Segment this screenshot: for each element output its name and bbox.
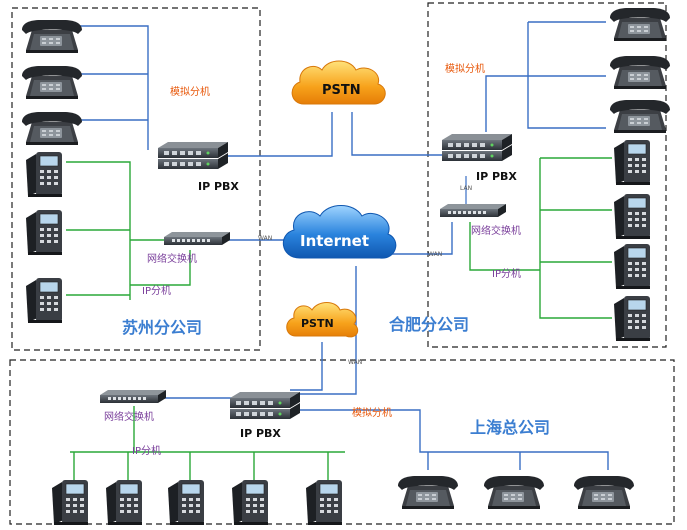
pstn-top-label: PSTN xyxy=(322,83,361,98)
suzhou-wan-label: WAN xyxy=(258,235,272,242)
shanghai-ip-phone-3 xyxy=(167,479,205,526)
shanghai-ip-phone-2 xyxy=(105,479,143,526)
suzhou-analog-label: 模拟分机 xyxy=(170,85,210,98)
hefei-analog-phone-3 xyxy=(610,100,670,133)
hefei-ip-phone-1 xyxy=(613,139,651,186)
hefei-ip-phone-3 xyxy=(613,243,651,290)
shanghai-ip-label: IP分机 xyxy=(132,444,161,457)
shanghai-analog-label: 模拟分机 xyxy=(352,406,392,419)
hefei-switch-label: 网络交换机 xyxy=(471,224,521,237)
hefei-ip-phone-4 xyxy=(613,295,651,342)
pstn-cloud-top: PSTN xyxy=(291,60,386,105)
suzhou-ip-lines xyxy=(66,161,191,300)
suzhou-office-boundary xyxy=(11,7,261,351)
suzhou-network-switch xyxy=(164,232,230,245)
hefei-ip-phone-2 xyxy=(613,193,651,240)
hefei-analog-lines xyxy=(485,21,606,132)
suzhou-ip-phone-3 xyxy=(25,277,63,324)
suzhou-analog-phone-1 xyxy=(22,20,82,53)
hefei-pbx-label: IP PBX xyxy=(476,170,517,183)
suzhou-analog-phone-2 xyxy=(22,66,82,99)
hefei-office-name: 合肥分公司 xyxy=(389,315,469,334)
internet-cloud: Internet xyxy=(283,205,397,259)
hefei-analog-phone-2 xyxy=(610,56,670,89)
suzhou-office-name: 苏州分公司 xyxy=(122,318,202,337)
hefei-office-boundary xyxy=(427,2,667,348)
suzhou-ip-label: IP分机 xyxy=(142,284,171,297)
hefei-uplinks xyxy=(351,112,453,255)
shanghai-wan-label: WAN xyxy=(348,359,362,366)
suzhou-analog-lines xyxy=(80,25,149,150)
shanghai-uplinks xyxy=(162,266,357,399)
shanghai-ip-lines xyxy=(70,406,345,482)
internet-label: Internet xyxy=(300,232,369,250)
hefei-analog-phone-1 xyxy=(610,8,670,41)
hefei-network-switch xyxy=(440,204,506,217)
shanghai-ip-phone-1 xyxy=(51,479,89,526)
hefei-lan-label: LAN xyxy=(460,185,472,192)
suzhou-analog-phone-3 xyxy=(22,112,82,145)
suzhou-switch-label: 网络交换机 xyxy=(147,252,197,265)
hefei-wan-label: WAN xyxy=(428,251,442,258)
hefei-ip-pbx xyxy=(442,134,512,161)
hefei-analog-label: 模拟分机 xyxy=(445,62,485,75)
shanghai-analog-phone-2 xyxy=(484,476,544,509)
shanghai-pbx-label: IP PBX xyxy=(240,427,281,440)
shanghai-analog-phone-3 xyxy=(574,476,634,509)
suzhou-ip-phone-2 xyxy=(25,209,63,256)
shanghai-ip-pbx xyxy=(230,392,300,419)
suzhou-pbx-label: IP PBX xyxy=(198,180,239,193)
suzhou-ip-phone-1 xyxy=(25,151,63,198)
shanghai-office-name: 上海总公司 xyxy=(470,418,550,437)
shanghai-switch-label: 网络交换机 xyxy=(104,410,154,423)
shanghai-ip-phone-4 xyxy=(231,479,269,526)
pstn-bottom-label: PSTN xyxy=(301,317,334,330)
shanghai-network-switch xyxy=(100,390,166,403)
hefei-ip-lines xyxy=(469,157,612,319)
shanghai-ip-phone-5 xyxy=(305,479,343,526)
suzhou-ip-pbx xyxy=(158,142,228,169)
shanghai-analog-phone-1 xyxy=(398,476,458,509)
pstn-cloud-bottom: PSTN xyxy=(286,302,359,338)
hefei-ip-label: IP分机 xyxy=(492,267,521,280)
shanghai-analog-lines xyxy=(292,409,609,470)
